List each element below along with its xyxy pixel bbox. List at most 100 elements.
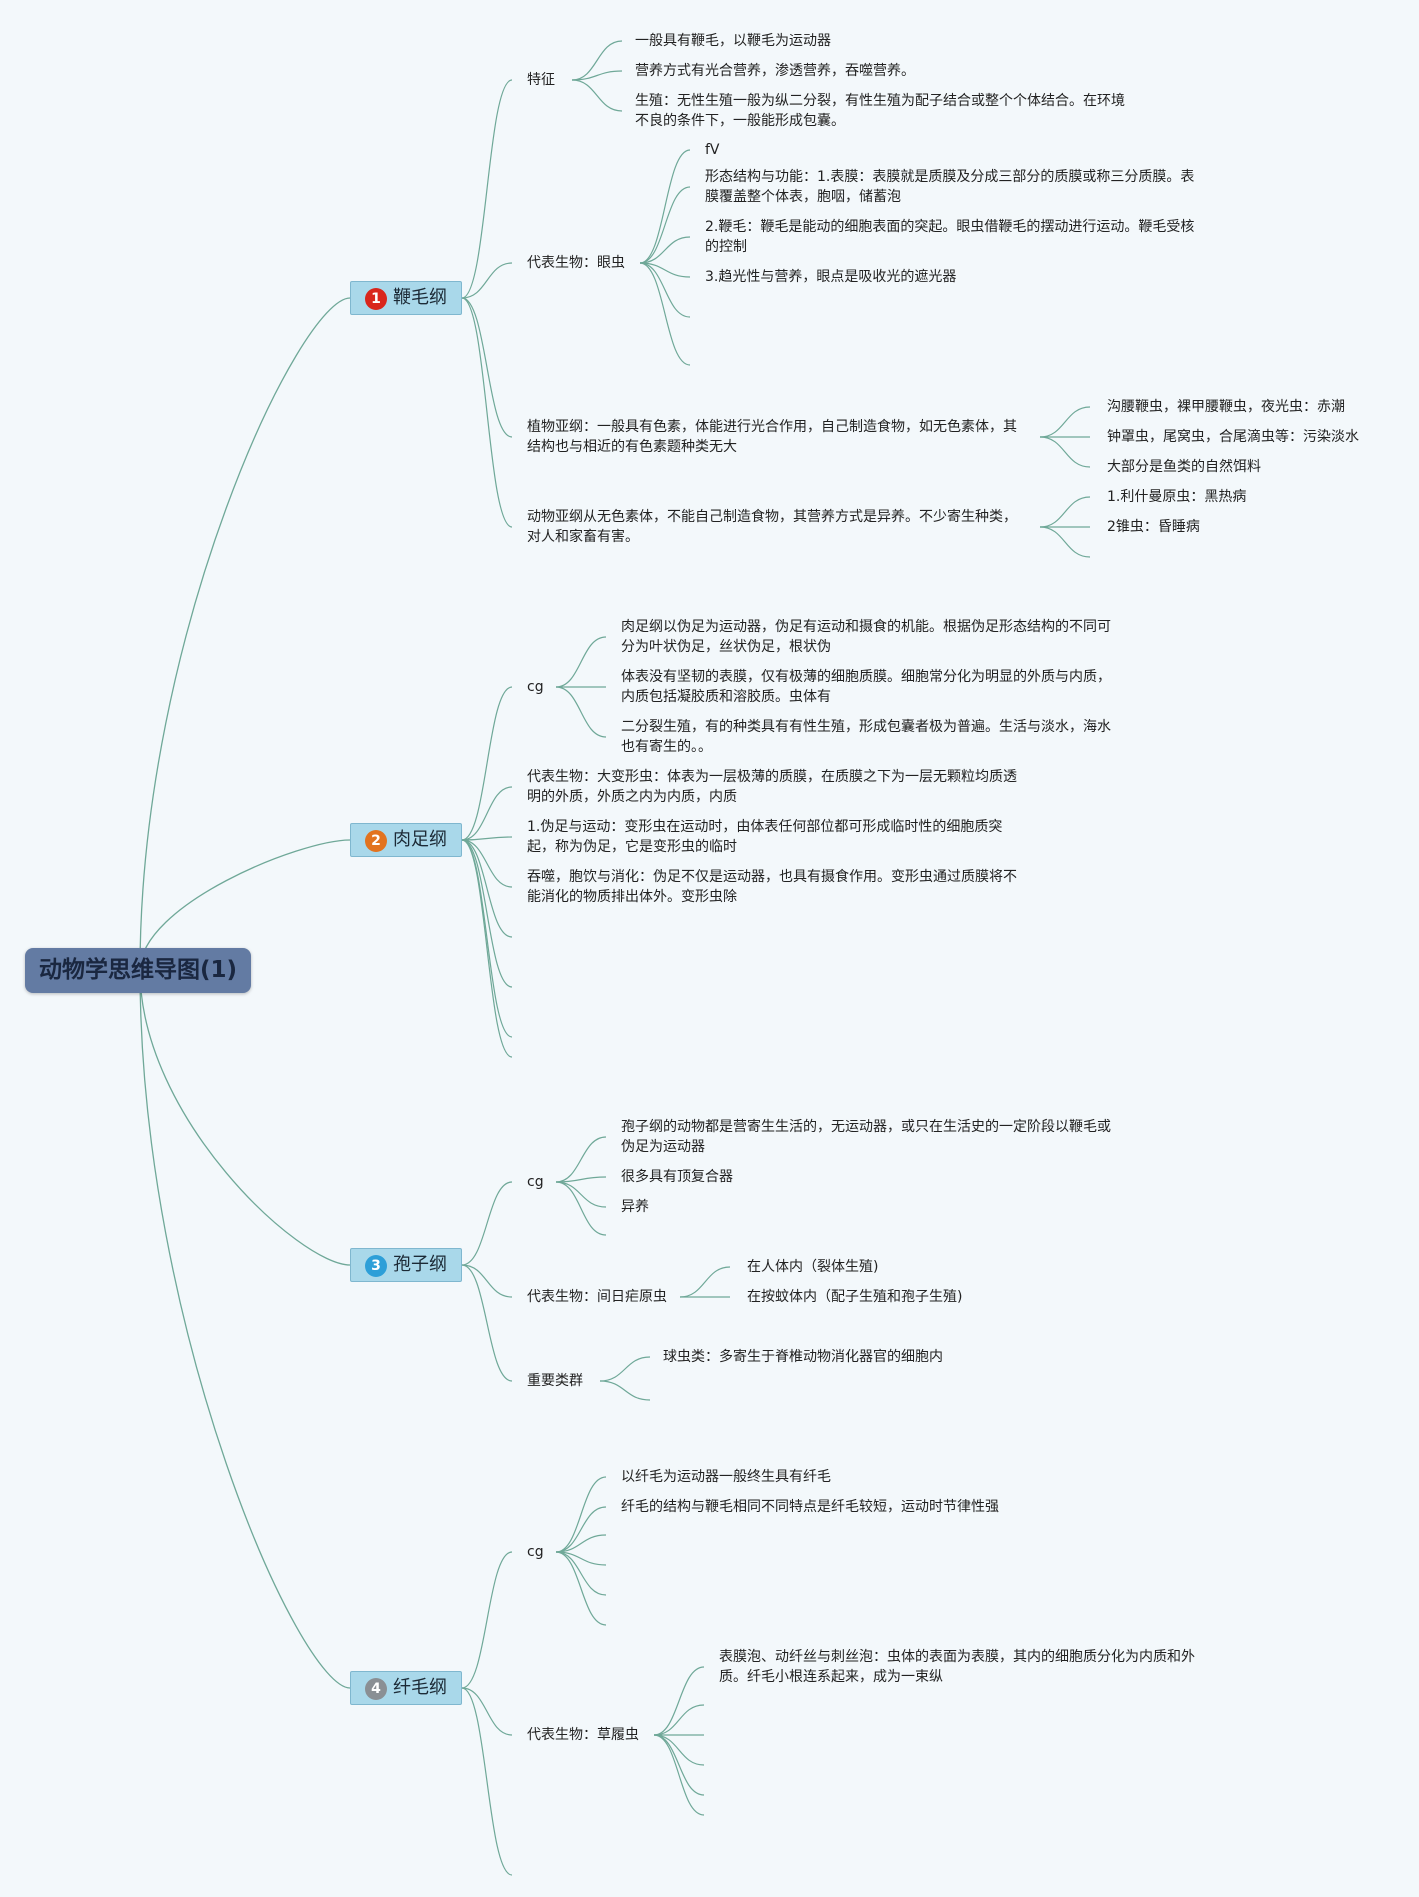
connector-line <box>139 969 351 1266</box>
connector-line <box>461 1264 513 1382</box>
connector-line <box>653 1734 705 1816</box>
connector-line <box>555 1534 607 1553</box>
topic-1-2[interactable]: 代表生物：眼虫 <box>527 255 625 271</box>
leaf-2-1-1[interactable]: 肉足纲以伪足为运动器，伪足有运动和摄食的机能。根据伪足形态结构的不同可分为叶状伪… <box>621 619 1111 655</box>
leaf-1-1-1[interactable]: 一般具有鞭毛，以鞭毛为运动器 <box>635 33 831 49</box>
leaf-3-3-1[interactable]: 球虫类：多寄生于脊椎动物消化器官的细胞内 <box>663 1349 943 1365</box>
connector-line <box>461 836 513 841</box>
connector-line <box>555 1181 607 1208</box>
connector-line <box>555 1551 607 1626</box>
topic-3-1[interactable]: cg <box>527 1174 544 1190</box>
connector-line <box>571 70 623 81</box>
connector-line <box>653 1666 705 1736</box>
leaf-1-4-2[interactable]: 2锥虫：昏睡病 <box>1107 519 1200 535</box>
branch-3-node[interactable]: 3 孢子纲 <box>350 1248 462 1282</box>
leaf-3-1-1[interactable]: 孢子纲的动物都是营寄生生活的，无运动器，或只在生活史的一定阶段以鞭毛或伪足为运动… <box>621 1119 1111 1155</box>
leaf-1-3-2[interactable]: 钟罩虫，尾窝虫，合尾滴虫等：污染淡水 <box>1107 429 1359 445</box>
connector-line <box>1039 436 1091 468</box>
connector-line <box>555 1506 607 1553</box>
connector-line <box>571 40 623 81</box>
connector-line <box>555 1136 607 1183</box>
connector-line <box>1039 406 1091 438</box>
topic-2-1[interactable]: cg <box>527 679 544 695</box>
branch-1-node[interactable]: 1 鞭毛纲 <box>350 281 462 315</box>
leaf-3-2-2[interactable]: 在按蚊体内（配子生殖和孢子生殖) <box>747 1289 963 1305</box>
branch-2-node[interactable]: 2 肉足纲 <box>350 823 462 857</box>
topic-2-4[interactable]: 吞噬，胞饮与消化：伪足不仅是运动器，也具有摄食作用。变形虫通过质膜将不能消化的物… <box>527 869 1017 905</box>
leaf-4-2-1[interactable]: 表膜泡、动纤丝与刺丝泡：虫体的表面为表膜，其内的细胞质分化为内质和外质。纤毛小根… <box>719 1649 1195 1685</box>
connector-line <box>1039 496 1091 528</box>
topic-4-1[interactable]: cg <box>527 1544 544 1560</box>
connector-line <box>461 839 513 1058</box>
branch-4-label: 纤毛纲 <box>393 1677 447 1698</box>
connector-line <box>461 839 513 988</box>
connector-line <box>653 1734 705 1796</box>
connector-line <box>653 1734 705 1766</box>
number-badge-4: 4 <box>365 1678 387 1700</box>
connector-line <box>461 262 513 299</box>
topic-4-2[interactable]: 代表生物：草履虫 <box>527 1727 639 1743</box>
connector-line <box>639 186 691 264</box>
connector-line <box>599 1380 651 1401</box>
branch-2-label: 肉足纲 <box>393 829 447 850</box>
connector-line <box>461 839 513 1038</box>
connector-line <box>461 1551 513 1689</box>
leaf-1-1-2[interactable]: 营养方式有光合营养，渗透营养，吞噬营养。 <box>635 63 915 79</box>
leaf-3-1-2[interactable]: 很多具有顶复合器 <box>621 1169 733 1185</box>
leaf-4-1-2[interactable]: 纤毛的结构与鞭毛相同不同特点是纤毛较短，运动时节律性强 <box>621 1499 999 1515</box>
connector-line <box>555 636 607 688</box>
topic-2-3[interactable]: 1.伪足与运动：变形虫在运动时，由体表任何部位都可形成临时性的细胞质突起，称为伪… <box>527 819 1003 855</box>
connector-line <box>639 262 691 366</box>
connector-line <box>461 1181 513 1266</box>
connector-line <box>555 1476 607 1553</box>
connector-line <box>461 297 513 438</box>
branch-3-label: 孢子纲 <box>393 1254 447 1275</box>
connector-line <box>461 839 513 938</box>
connector-line <box>639 236 691 264</box>
number-badge-2: 2 <box>365 830 387 852</box>
root-topic[interactable]: 动物学思维导图(1) <box>25 948 251 993</box>
leaf-1-1-3[interactable]: 生殖：无性生殖一般为纵二分裂，有性生殖为配子结合或整个个体结合。在环境不良的条件… <box>635 93 1125 129</box>
topic-1-3[interactable]: 植物亚纲：一般具有色素，体能进行光合作用，自己制造食物，如无色素体，其结构也与相… <box>527 419 1017 455</box>
topic-3-3[interactable]: 重要类群 <box>527 1373 583 1389</box>
connector-line <box>571 79 623 112</box>
connector-line <box>139 297 351 971</box>
branch-4-node[interactable]: 4 纤毛纲 <box>350 1671 462 1705</box>
connector-line <box>599 1356 651 1382</box>
connector-line <box>679 1266 731 1298</box>
connector-line <box>555 686 607 738</box>
leaf-3-2-1[interactable]: 在人体内（裂体生殖) <box>747 1259 879 1275</box>
connector-line <box>555 1551 607 1596</box>
connector-line <box>461 297 513 528</box>
connector-line <box>461 839 513 888</box>
connector-line <box>139 839 351 971</box>
topic-1-4[interactable]: 动物亚纲从无色素体，不能自己制造食物，其营养方式是异养。不少寄生种类，对人和家畜… <box>527 509 1017 545</box>
leaf-4-1-1[interactable]: 以纤毛为运动器一般终生具有纤毛 <box>621 1469 831 1485</box>
connector-line <box>139 969 351 1689</box>
leaf-1-3-1[interactable]: 沟腰鞭虫，裸甲腰鞭虫，夜光虫：赤潮 <box>1107 399 1345 415</box>
connector-line <box>461 1264 513 1298</box>
number-badge-3: 3 <box>365 1255 387 1277</box>
connector-line <box>1039 526 1091 558</box>
leaf-1-2-1[interactable]: fV <box>705 142 720 158</box>
topic-2-2[interactable]: 代表生物：大变形虫：体表为一层极薄的质膜，在质膜之下为一层无颗粒均质透明的外质，… <box>527 769 1017 805</box>
leaf-2-1-2[interactable]: 体表没有坚韧的表膜，仅有极薄的细胞质膜。细胞常分化为明显的外质与内质，内质包括凝… <box>621 669 1111 705</box>
number-badge-1: 1 <box>365 288 387 310</box>
connector-line <box>653 1704 705 1736</box>
leaf-1-4-1[interactable]: 1.利什曼原虫：黑热病 <box>1107 489 1247 505</box>
connector-line <box>555 1176 607 1183</box>
leaf-3-1-3[interactable]: 异养 <box>621 1199 649 1215</box>
connector-line <box>461 786 513 841</box>
leaf-2-1-3[interactable]: 二分裂生殖，有的种类具有有性生殖，形成包囊者极为普遍。生活与淡水，海水也有寄生的… <box>621 719 1111 755</box>
connector-line <box>639 149 691 264</box>
leaf-1-2-3[interactable]: 2.鞭毛：鞭毛是能动的细胞表面的突起。眼虫借鞭毛的摆动进行运动。鞭毛受核的控制 <box>705 219 1195 255</box>
topic-3-2[interactable]: 代表生物：间日疟原虫 <box>527 1289 667 1305</box>
connector-line <box>461 79 513 299</box>
topic-1-1[interactable]: 特征 <box>527 72 555 88</box>
connector-line <box>461 1687 513 1736</box>
leaf-1-2-2[interactable]: 形态结构与功能：1.表膜：表膜就是质膜及分成三部分的质膜或称三分质膜。表膜覆盖整… <box>705 169 1195 205</box>
leaf-1-3-3[interactable]: 大部分是鱼类的自然饵料 <box>1107 459 1261 475</box>
branch-1-label: 鞭毛纲 <box>393 287 447 308</box>
leaf-1-2-4[interactable]: 3.趋光性与营养，眼点是吸收光的遮光器 <box>705 269 957 285</box>
